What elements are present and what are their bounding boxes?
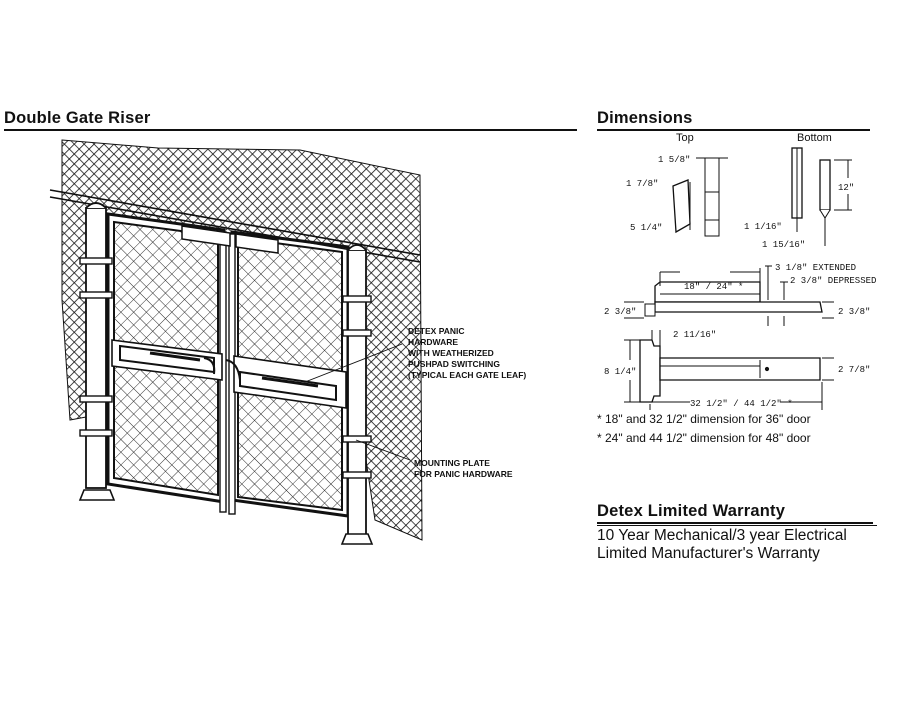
dim-bottom-width-a: 1 1/16" — [744, 222, 782, 232]
callout-panic-line-4: PUSHPAD SWITCHING — [408, 359, 500, 369]
dim-depressed: 2 3/8" DEPRESSED — [790, 276, 876, 286]
dim-overall-length: 32 1/2" / 44 1/2" * — [690, 399, 793, 409]
callout-panic-line-3: WITH WEATHERIZED — [408, 348, 494, 358]
warranty-section-title: Detex Limited Warranty — [597, 502, 873, 524]
dim-bottom-width-b: 1 15/16" — [762, 240, 805, 250]
dim-plate-offset: 2 11/16" — [673, 330, 716, 340]
warranty-text: 10 Year Mechanical/3 year Electrical Lim… — [597, 525, 877, 563]
dim-side-right-height: 2 3/8" — [838, 307, 870, 317]
right-post — [340, 244, 374, 545]
dim-top-depth: 1 7/8" — [626, 179, 658, 189]
dim-top-width: 1 5/8" — [658, 155, 690, 165]
dimension-note-1: * 18" and 32 1/2" dimension for 36" door — [597, 412, 811, 426]
warranty-line-1: 10 Year Mechanical/3 year Electrical — [597, 527, 847, 544]
callout-mounting-line-2: FOR PANIC HARDWARE — [414, 469, 513, 479]
dim-side-left-height: 2 3/8" — [604, 307, 636, 317]
callout-panic-line-1: DETEX PANIC — [408, 326, 465, 336]
label-bottom: Bottom — [797, 132, 832, 144]
dim-bottom-length: 12" — [838, 183, 854, 193]
dim-front-right-height: 2 7/8" — [838, 365, 870, 375]
warranty-line-2: Limited Manufacturer's Warranty — [597, 545, 820, 562]
dim-extended: 3 1/8" EXTENDED — [775, 263, 856, 273]
left-post — [78, 202, 116, 501]
dimension-note-2: * 24" and 44 1/2" dimension for 48" door — [597, 431, 811, 445]
dimensions-section-title: Dimensions — [597, 109, 870, 131]
callout-panic-line-2: HARDWARE — [408, 337, 458, 347]
dimension-drawings — [624, 147, 852, 410]
dim-front-height: 8 1/4" — [604, 367, 636, 377]
dim-top-height: 5 1/4" — [630, 223, 662, 233]
dim-bar-length-top: 18" / 24" * — [684, 282, 743, 292]
label-top: Top — [676, 132, 694, 144]
riser-section-title: Double Gate Riser — [4, 109, 577, 131]
callout-mounting-line-1: MOUNTING PLATE — [414, 458, 490, 468]
gate-riser-illustration — [49, 139, 423, 545]
callout-panic-line-5: (TYPICAL EACH GATE LEAF) — [408, 370, 526, 380]
